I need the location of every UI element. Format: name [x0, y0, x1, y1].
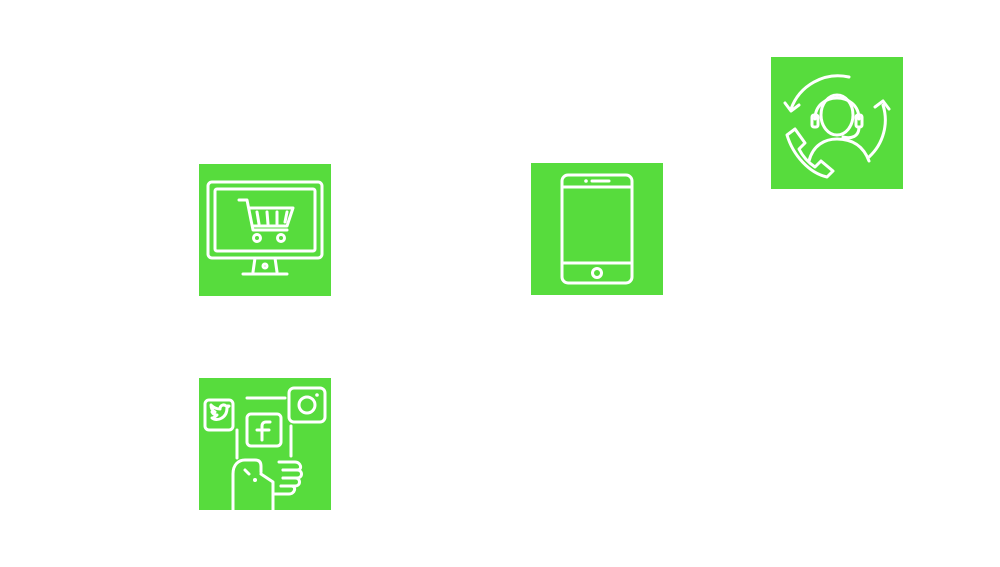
social-media-tile[interactable] — [199, 378, 331, 510]
facebook-icon — [245, 412, 283, 448]
online-shopping-tile[interactable] — [199, 164, 331, 296]
instagram-icon — [287, 386, 327, 424]
customer-support-tile[interactable] — [771, 57, 903, 189]
online-shopping-monitor-icon — [199, 164, 331, 296]
smartphone-icon — [531, 163, 663, 295]
twitter-icon — [203, 398, 235, 432]
social-media-hand-icon — [199, 378, 331, 510]
customer-support-icon — [771, 57, 903, 189]
smartphone-tile[interactable] — [531, 163, 663, 295]
